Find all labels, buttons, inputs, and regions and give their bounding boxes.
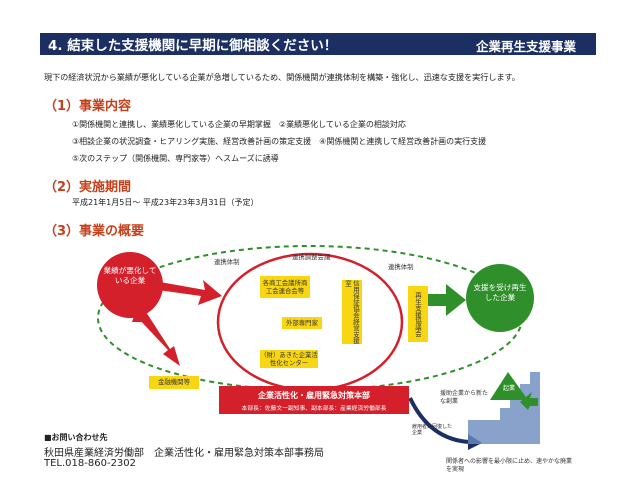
section1-item: ③相談企業の状況調査・ヒアリング実施、経営改善計画の策定支援 ④関係機関と連携し… bbox=[72, 137, 487, 146]
red-arrow-up bbox=[132, 308, 142, 322]
left-circle bbox=[97, 252, 163, 318]
chosei-label: 連携調整会議 bbox=[292, 253, 331, 261]
header-bar: 4. 結束した支援機関に早期に御相談ください！ 企業再生支援事業 bbox=[40, 33, 596, 55]
section1-item: ⑤次のステップ（関係機関、専門家等）へスムーズに誘導 bbox=[72, 154, 279, 163]
kinyu-box: 金融機関等 bbox=[149, 376, 199, 389]
mountain-label: 起業 bbox=[503, 385, 516, 392]
right-circle bbox=[466, 264, 534, 332]
header-title: 4. 結束した支援機関に早期に御相談ください！ bbox=[48, 38, 338, 54]
gaibu-box: 外部専門家 bbox=[282, 317, 322, 329]
shinyo-box: 信用保証協会経営支援室 bbox=[342, 280, 362, 344]
section1-item: ①関係機関と連携し、業績悪化している企業の早期掌握 ②業績悪化している企業の相談… bbox=[72, 120, 406, 129]
saisei-box: 再生支援協議会 bbox=[408, 286, 428, 342]
section1-heading: （1）事業内容 bbox=[44, 99, 132, 114]
kyugyo-note: 援助企業から新たな創業 bbox=[440, 390, 489, 405]
taisaku-honbu-box: 企業活性化・雇用緊急対策本部 本部長：佐藤文一副知事、副本部長：産業経済労働部長 bbox=[219, 386, 409, 414]
contact-tel: TEL.018-860-2302 bbox=[44, 458, 137, 469]
header-subtitle: 企業再生支援事業 bbox=[475, 39, 576, 54]
section1-items: ①関係機関と連携し、業績悪化している企業の早期掌握 ②業績悪化している企業の相談… bbox=[72, 116, 486, 167]
red-arrow-right bbox=[158, 280, 222, 305]
redbox-subtitle: 本部長：佐藤文一副知事、副本部長：産業経済労働部長 bbox=[241, 406, 387, 412]
contact-title: ■お問い合わせ先 bbox=[44, 433, 108, 442]
section3-heading: （3）事業の概要 bbox=[44, 224, 145, 239]
period-text: 平成21年1月5日～ 平成23年23年3月31日（予定） bbox=[72, 198, 259, 207]
staircase bbox=[468, 372, 540, 444]
bottom-note: 関係者への影響を最小限に止め、速やかな廃業を実現 bbox=[446, 458, 573, 473]
contact-org: 秋田県産業経済労働部 企業活性化・雇用緊急対策本部事務局 bbox=[44, 448, 324, 459]
shokokai-box: 各商工会議所商工会連合会等 bbox=[260, 276, 310, 298]
renkei-left-label: 連携体制 bbox=[214, 258, 240, 266]
right-circle-label: 支援を受け再生した企業 bbox=[473, 283, 527, 302]
intro-text: 現下の経済状況から業績が悪化している企業が急増しているため、関係機関が連携体制を… bbox=[44, 72, 520, 82]
redbox-title: 企業活性化・雇用緊急対策本部 bbox=[258, 391, 370, 400]
koyo-note: 雇用者の回復した企業 bbox=[412, 424, 453, 436]
small-green-arrow bbox=[520, 392, 538, 410]
section2-heading: （2）実施期間 bbox=[44, 180, 132, 195]
green-arrow bbox=[424, 284, 466, 316]
akita-box: （財）あきた企業活性化センター bbox=[260, 350, 318, 368]
left-circle-label: 業績が悪化している企業 bbox=[103, 266, 157, 285]
renkei-right-label: 連携体制 bbox=[388, 263, 414, 271]
red-arrow-down bbox=[138, 312, 180, 366]
green-mountain bbox=[490, 372, 528, 400]
curve-arrow bbox=[408, 397, 471, 444]
